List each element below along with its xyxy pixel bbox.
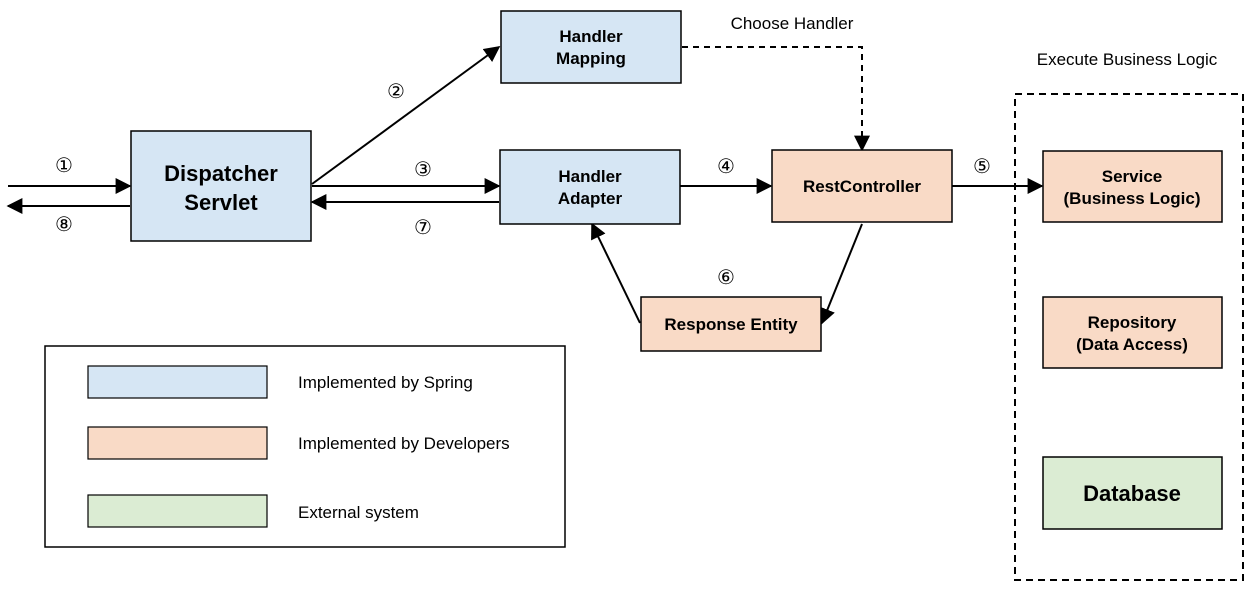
node-response-entity-label: Response Entity — [664, 315, 798, 334]
edge-step2 — [311, 46, 501, 185]
node-handler-adapter: Handler Adapter — [499, 149, 681, 225]
step-1-label: ① — [55, 153, 73, 177]
node-service-line1: Service — [1102, 167, 1163, 186]
node-repository-line1: Repository — [1088, 313, 1177, 332]
node-database: Database — [1042, 456, 1223, 530]
edge-step6 — [591, 222, 641, 324]
node-repository-line2: (Data Access) — [1076, 335, 1188, 354]
step-3-label: ③ — [414, 157, 432, 181]
node-service-line2: (Business Logic) — [1064, 189, 1201, 208]
legend-item-spring: Implemented by Spring — [87, 365, 473, 399]
step-5-label: ⑤ — [973, 154, 991, 178]
node-handler-mapping: Handler Mapping — [500, 10, 682, 84]
node-service: Service (Business Logic) — [1042, 150, 1223, 223]
step-8-label: ⑧ — [55, 212, 73, 236]
node-dispatcher-servlet-line2: Servlet — [184, 190, 258, 215]
legend-swatch-external — [87, 494, 268, 528]
node-handler-adapter-line1: Handler — [558, 167, 622, 186]
business-logic-boundary — [1014, 93, 1244, 581]
node-dispatcher-servlet-line1: Dispatcher — [164, 161, 278, 186]
choose-handler-label: Choose Handler — [731, 14, 854, 33]
legend-label-developers: Implemented by Developers — [298, 434, 510, 453]
node-database-label: Database — [1083, 481, 1181, 506]
legend-swatch-developers — [87, 426, 268, 460]
legend: Implemented by Spring Implemented by Dev… — [44, 345, 566, 548]
node-dispatcher-servlet: Dispatcher Servlet — [130, 130, 312, 242]
node-rest-controller: RestController — [771, 149, 953, 223]
legend-item-external: External system — [87, 494, 419, 528]
legend-swatch-spring — [87, 365, 268, 399]
step-7-label: ⑦ — [414, 215, 432, 239]
step-4-label: ④ — [717, 154, 735, 178]
node-handler-adapter-line2: Adapter — [558, 189, 623, 208]
node-rest-controller-label: RestController — [803, 177, 921, 196]
node-response-entity: Response Entity — [640, 296, 822, 352]
legend-item-developers: Implemented by Developers — [87, 426, 510, 460]
legend-label-external: External system — [298, 503, 419, 522]
node-repository: Repository (Data Access) — [1042, 296, 1223, 369]
step-6-label: ⑥ — [717, 265, 735, 289]
step-2-label: ② — [387, 79, 405, 103]
edge-controller-to-response — [819, 223, 863, 325]
node-handler-mapping-line1: Handler — [559, 27, 623, 46]
edge-choose-handler — [682, 46, 870, 152]
legend-label-spring: Implemented by Spring — [298, 373, 473, 392]
node-handler-mapping-line2: Mapping — [556, 49, 626, 68]
execute-business-logic-label: Execute Business Logic — [1037, 50, 1218, 69]
